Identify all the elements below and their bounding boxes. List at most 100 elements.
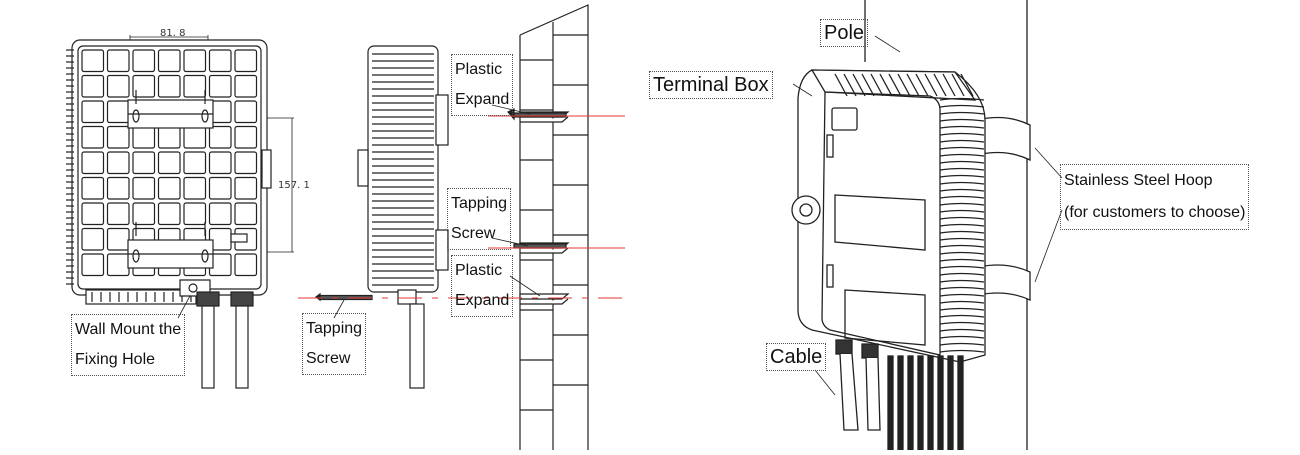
terminal-box-label: Terminal Box — [649, 71, 773, 99]
side-bracket-top — [435, 94, 449, 146]
plastic-expand-bottom-leader — [509, 275, 541, 297]
cable-label: Cable — [766, 343, 827, 371]
front-left-ribs — [66, 49, 74, 285]
top-rib — [843, 73, 857, 97]
grid-cell — [81, 227, 105, 251]
latch-knob — [791, 195, 821, 225]
thick-cable-2 — [865, 357, 881, 431]
box-rib — [939, 223, 985, 227]
box-rib — [939, 349, 985, 353]
box-rib — [939, 342, 985, 346]
thin-cable — [887, 355, 894, 451]
terminal-box-body — [797, 69, 986, 363]
grid-cell — [157, 151, 181, 175]
pole-leader — [874, 35, 901, 53]
plastic-expand-top-label: Plastic Expand — [451, 54, 514, 116]
grid-cell — [208, 151, 232, 175]
top-rib — [924, 73, 938, 97]
front-window-small — [831, 107, 858, 131]
grid-cell — [183, 49, 207, 73]
grid-cell — [132, 49, 156, 73]
wall-outline — [519, 4, 589, 450]
grid-cell — [106, 125, 130, 149]
front-slot-upper — [826, 134, 834, 158]
wall-view — [491, 4, 589, 450]
front-box-inner-outline — [77, 45, 262, 290]
grid-cell — [183, 74, 207, 98]
cable-leader — [814, 369, 836, 396]
thin-cable — [937, 355, 944, 451]
top-rib — [888, 73, 902, 97]
side-cable — [409, 303, 425, 389]
box-rib — [939, 293, 985, 297]
hoop-label: Stainless Steel Hoop (for customers to c… — [1060, 164, 1250, 230]
side-screw-head — [315, 292, 321, 302]
box-rib — [939, 251, 985, 255]
side-screw-leader — [333, 299, 345, 319]
box-rib — [939, 307, 985, 311]
keyhole-lower-right — [201, 249, 209, 263]
box-rib — [939, 279, 985, 283]
tapping-screw-leader — [491, 237, 529, 247]
top-rib — [915, 73, 929, 97]
right-latch — [261, 149, 272, 189]
grid-cell — [106, 253, 130, 277]
keyhole-lower-left — [132, 249, 140, 263]
top-rib — [960, 73, 974, 97]
grid-cell — [183, 125, 207, 149]
top-rib — [879, 73, 893, 97]
grid-cell — [81, 151, 105, 175]
top-rib — [870, 73, 884, 97]
side-view — [315, 45, 449, 389]
hoop-leader-top — [1034, 147, 1063, 179]
grid-cell — [234, 253, 258, 277]
plastic-expand-top-leader — [491, 104, 531, 115]
front-lower-label-area — [844, 289, 926, 346]
grid-cell — [106, 202, 130, 226]
plastic-expand-bottom-line-2: Expand — [455, 292, 510, 309]
wall-tapping-screw-line-1: Tapping — [451, 195, 508, 212]
box-rib — [939, 202, 985, 206]
grid-cell — [183, 202, 207, 226]
width-dimension-line — [129, 35, 209, 40]
side-tapping-screw-line-2: Screw — [306, 350, 351, 367]
thick-cable-1 — [839, 353, 859, 431]
top-rib — [933, 73, 947, 97]
grid-cell — [234, 74, 258, 98]
grid-cell — [234, 125, 258, 149]
grid-cell — [183, 151, 207, 175]
bracket-arms — [135, 90, 206, 236]
box-rib — [939, 258, 985, 262]
box-rib — [939, 153, 985, 157]
box-rib — [939, 188, 985, 192]
port-strip — [85, 289, 197, 305]
grid-cell — [157, 49, 181, 73]
thin-cable — [917, 355, 924, 451]
pole-view — [791, 0, 1063, 451]
wall-mount-label-line-2: Fixing Hole — [75, 351, 156, 368]
box-rib — [939, 118, 985, 122]
top-rib — [861, 73, 875, 97]
grid-cell — [208, 74, 232, 98]
top-rib — [906, 73, 920, 97]
thick-cable-gland-2 — [861, 343, 879, 359]
side-body — [367, 45, 439, 293]
anchor-bottom — [519, 293, 570, 305]
front-view — [66, 35, 294, 389]
box-rib — [939, 111, 985, 115]
box-rib — [939, 244, 985, 248]
grid-cell — [132, 125, 156, 149]
grid-cell — [106, 151, 130, 175]
keyhole-upper-right — [201, 109, 209, 123]
fixing-hole — [188, 283, 198, 293]
hoop-label-line-1: Stainless Steel Hoop — [1064, 172, 1213, 189]
grid-cell — [132, 74, 156, 98]
side-gland — [397, 289, 417, 305]
box-rib — [939, 265, 985, 269]
plastic-expand-bottom-label: Plastic Expand — [451, 255, 514, 317]
box-rib — [939, 300, 985, 304]
grid-cell — [106, 49, 130, 73]
hoop-label-line-2: (for customers to choose) — [1064, 204, 1246, 221]
